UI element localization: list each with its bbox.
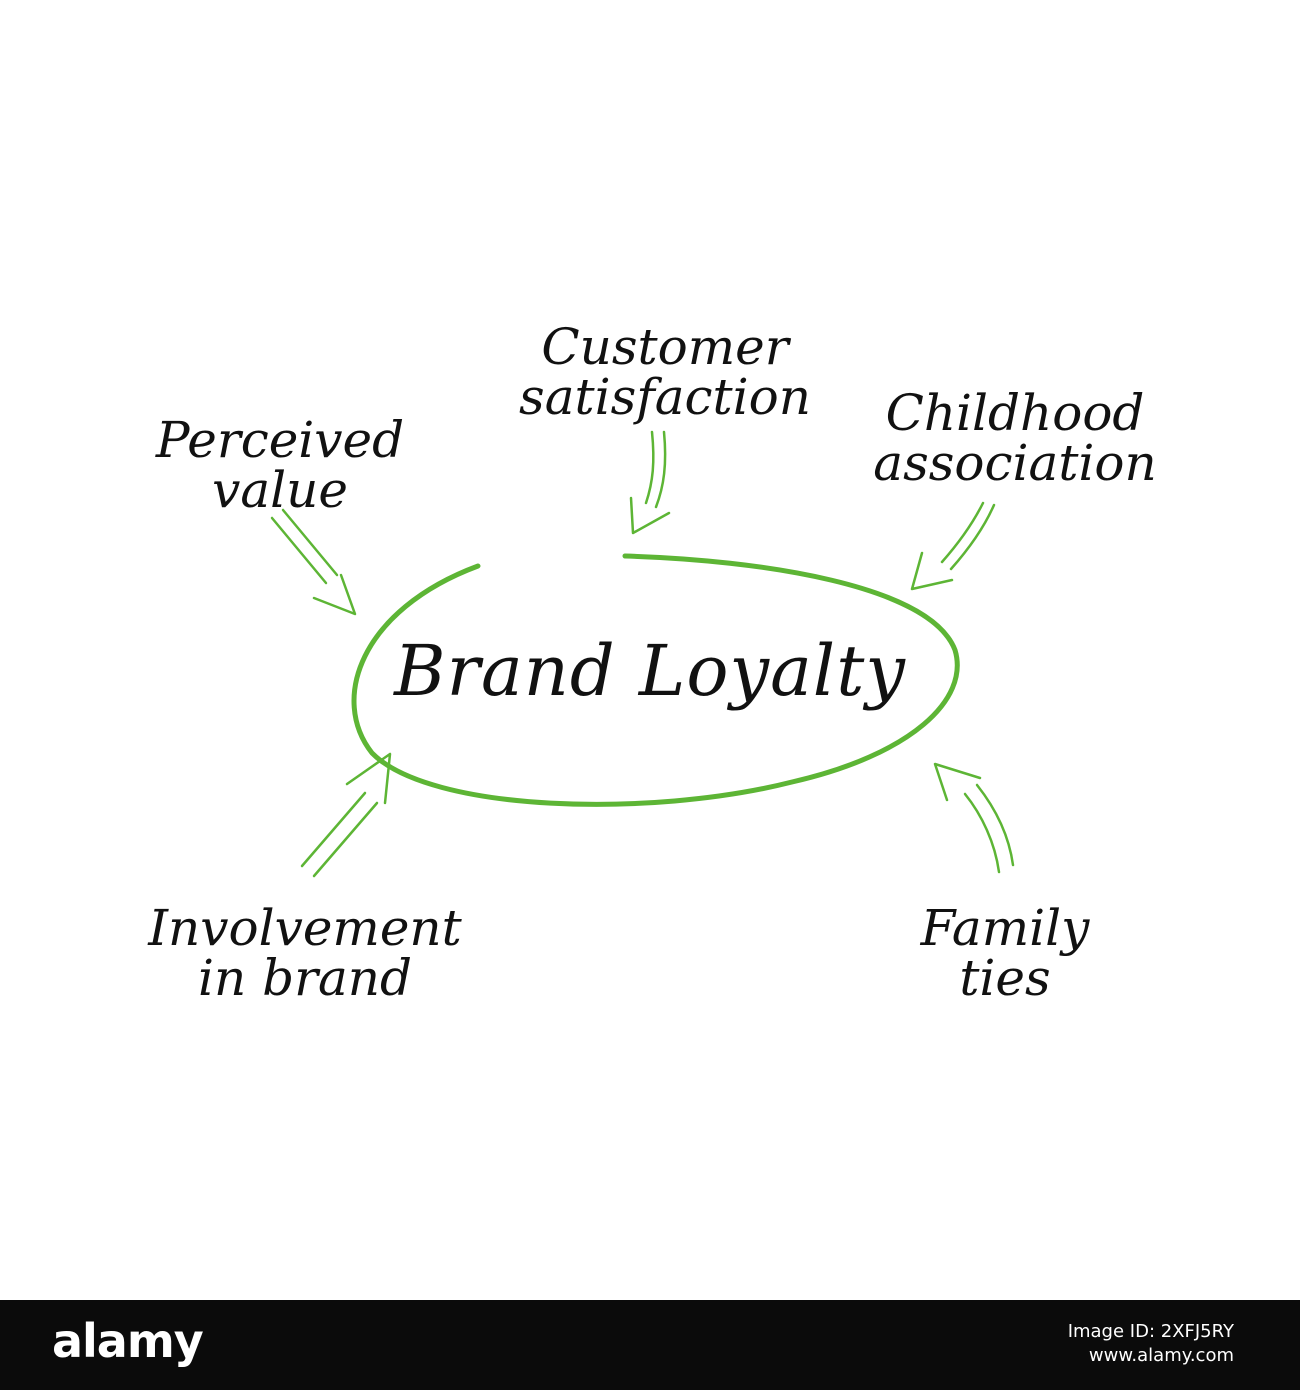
- brand-loyalty-ellipse: [351, 553, 960, 807]
- factor-line: Customer: [541, 318, 789, 376]
- diagram-graphic: [270, 430, 1015, 878]
- diagram-canvas: Brand Loyalty Customer satisfaction Perc…: [110, 322, 1190, 1003]
- factor-line: ties: [959, 949, 1051, 1007]
- factor-line: Childhood: [885, 384, 1145, 442]
- arrow-involvement-icon: [300, 752, 392, 878]
- factor-involvement-in-brand: Involvement in brand: [110, 903, 500, 1003]
- arrow-perceived-icon: [270, 508, 357, 616]
- factor-perceived-value: Perceived value: [120, 415, 440, 515]
- factor-line: Family: [920, 899, 1090, 957]
- arrow-customer-icon: [629, 430, 671, 535]
- factor-line: Involvement: [148, 899, 462, 957]
- footer-bar: alamy Image ID: 2XFJ5RY www.alamy.com: [0, 1300, 1300, 1390]
- center-term: Brand Loyalty: [394, 630, 906, 712]
- footer-meta: Image ID: 2XFJ5RY www.alamy.com: [1014, 1320, 1234, 1369]
- factor-line: satisfaction: [519, 368, 811, 426]
- brand-logo: alamy: [52, 1314, 204, 1368]
- factor-childhood-association: Childhood association: [840, 388, 1190, 488]
- image-id: Image ID: 2XFJ5RY: [1067, 1321, 1234, 1342]
- factor-line: value: [212, 461, 348, 519]
- factor-line: Perceived: [155, 411, 405, 469]
- arrow-childhood-icon: [910, 501, 996, 591]
- factor-family-ties: Family ties: [880, 903, 1130, 1003]
- factor-customer-satisfaction: Customer satisfaction: [460, 322, 870, 422]
- arrow-family-icon: [933, 762, 1015, 874]
- factor-line: association: [873, 434, 1157, 492]
- site-url: www.alamy.com: [1088, 1345, 1234, 1367]
- factor-line: in brand: [197, 949, 412, 1007]
